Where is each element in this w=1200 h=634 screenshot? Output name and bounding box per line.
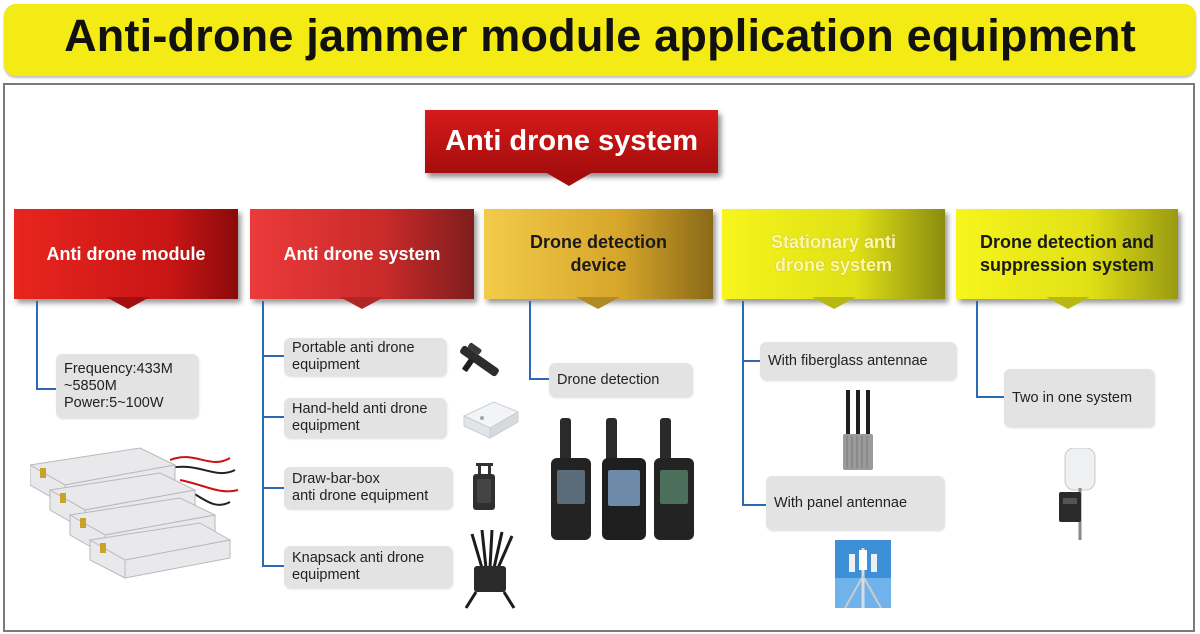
category-label: Stationary anti drone system bbox=[770, 232, 897, 275]
connector-line bbox=[262, 565, 284, 567]
category-anti-drone-system: Anti drone system bbox=[250, 209, 474, 299]
title-banner: Anti-drone jammer module application equ… bbox=[4, 4, 1196, 76]
knapsack-jammer-image bbox=[464, 529, 516, 609]
item-label: With panel antennae bbox=[774, 494, 908, 511]
item-label-line2: anti drone equipment bbox=[292, 488, 429, 504]
item-label-line1: Portable anti drone bbox=[292, 340, 415, 356]
item-label: Drone detection bbox=[557, 371, 660, 388]
list-item-panel-antennae: With panel antennae bbox=[766, 476, 944, 530]
jammer-modules-image bbox=[30, 447, 239, 579]
category-label: Drone detection device bbox=[529, 232, 667, 275]
connector-line bbox=[36, 388, 56, 390]
category-label: Anti drone system bbox=[283, 243, 441, 264]
list-item-drone-detection: Drone detection bbox=[549, 363, 692, 397]
module-frequency-range: ~5850M bbox=[64, 377, 117, 394]
item-label-line2: equipment bbox=[292, 418, 360, 434]
item-label-line1: Knapsack anti drone bbox=[292, 550, 425, 566]
category-pointer bbox=[340, 297, 384, 309]
connector-line bbox=[742, 504, 766, 506]
connector-line bbox=[36, 301, 38, 390]
drone-detectors-image bbox=[551, 418, 694, 540]
item-label-line1: Hand-held anti drone bbox=[292, 401, 428, 417]
category-label: Drone detection and suppression system bbox=[979, 232, 1155, 275]
list-item-two-in-one-system: Two in one system bbox=[1004, 369, 1154, 427]
item-label-line2: equipment bbox=[292, 567, 360, 583]
category-pointer bbox=[576, 297, 620, 309]
connector-line bbox=[529, 301, 531, 380]
item-label-line2: equipment bbox=[292, 357, 360, 373]
connector-line bbox=[742, 360, 760, 362]
two-in-one-system-image bbox=[1059, 448, 1096, 540]
drawbar-box-jammer-image bbox=[473, 463, 495, 510]
connector-line bbox=[262, 416, 284, 418]
portable-jammer-gun-image bbox=[460, 342, 499, 377]
list-item-knapsack-equipment: Knapsack anti drone equipment bbox=[284, 546, 452, 588]
page-title: Anti-drone jammer module application equ… bbox=[64, 10, 1136, 61]
category-pointer bbox=[1046, 297, 1090, 309]
module-power: Power:5~100W bbox=[64, 394, 164, 411]
module-frequency: Frequency:433M bbox=[64, 360, 173, 377]
category-label: Anti drone module bbox=[46, 243, 206, 264]
connector-line bbox=[976, 301, 978, 398]
item-label-line1: Draw-bar-box bbox=[292, 471, 380, 487]
list-item-drawbar-box-equipment: Draw-bar-box anti drone equipment bbox=[284, 467, 452, 509]
root-node: Anti drone system bbox=[425, 110, 718, 173]
fiberglass-antenna-jammer-image bbox=[843, 390, 873, 470]
connector-line bbox=[262, 301, 264, 566]
category-detection-suppression-system: Drone detection and suppression system bbox=[956, 209, 1178, 299]
category-pointer bbox=[106, 297, 150, 309]
category-stationary-anti-drone-system: Stationary anti drone system bbox=[722, 209, 945, 299]
connector-line bbox=[742, 301, 744, 506]
category-drone-detection-device: Drone detection device bbox=[484, 209, 713, 299]
module-spec-box: Frequency:433M ~5850M Power:5~100W bbox=[56, 354, 198, 418]
connector-line bbox=[529, 378, 549, 380]
connector-line bbox=[976, 396, 1004, 398]
category-anti-drone-module: Anti drone module bbox=[14, 209, 238, 299]
item-label: With fiberglass antennae bbox=[768, 352, 928, 369]
connector-line bbox=[262, 355, 284, 357]
item-label: Two in one system bbox=[1012, 389, 1133, 406]
list-item-fiberglass-antennae: With fiberglass antennae bbox=[760, 342, 956, 380]
list-item-handheld-equipment: Hand-held anti drone equipment bbox=[284, 398, 446, 438]
root-node-pointer bbox=[545, 172, 593, 186]
connector-line bbox=[262, 487, 284, 489]
panel-antenna-tower-image bbox=[835, 540, 891, 608]
handheld-jammer-image bbox=[462, 401, 520, 439]
root-node-label: Anti drone system bbox=[445, 125, 698, 157]
list-item-portable-equipment: Portable anti drone equipment bbox=[284, 338, 446, 376]
category-pointer bbox=[812, 297, 856, 309]
